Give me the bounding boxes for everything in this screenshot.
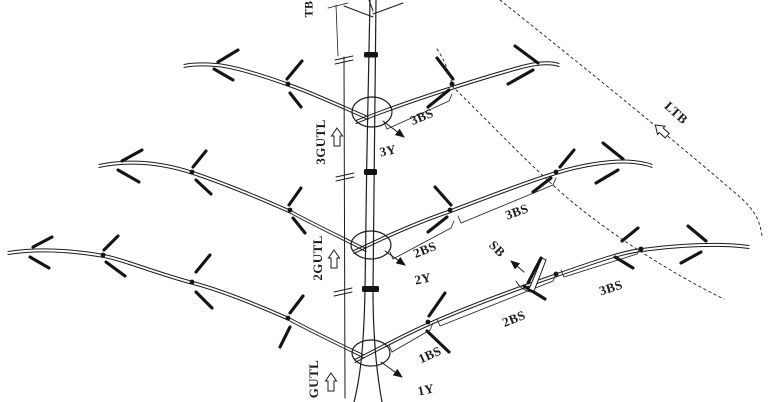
top-twig-mid <box>368 0 374 12</box>
gutl-axis-line <box>343 56 346 399</box>
bs-bracket <box>386 100 450 130</box>
axis-tick <box>334 55 354 65</box>
branch-left-3 <box>183 48 369 120</box>
sb-hook <box>515 280 532 293</box>
arrow-3y <box>382 120 405 138</box>
label-arrows <box>380 120 525 378</box>
tb-bracket <box>335 4 339 57</box>
trunk-node <box>364 169 377 175</box>
tip-dashed-line <box>436 48 725 300</box>
arrow-2y <box>384 250 406 266</box>
ltb-dashed-line <box>499 0 763 237</box>
junction-circle-1 <box>351 339 391 367</box>
bs-bracket <box>391 329 431 353</box>
label-3y: 3Y <box>378 141 398 160</box>
tb-bracket-top-tick <box>327 2 349 9</box>
branch-right-1 <box>354 224 750 363</box>
sb-branch <box>515 256 547 293</box>
bs-bracket <box>439 280 554 327</box>
up-arrow-icon <box>324 372 338 392</box>
bs-bracket <box>563 253 638 278</box>
junction-circle-2 <box>350 230 392 260</box>
bs-bracket <box>460 184 554 224</box>
label-3gutl: 3GUTL <box>313 119 328 165</box>
label-tb: TB <box>301 0 316 18</box>
up-arrow-icon <box>330 127 344 147</box>
ltb-arrow-icon <box>654 124 670 139</box>
axis-tick <box>335 172 355 182</box>
arrow-sb <box>510 260 525 273</box>
axis-tick <box>333 287 353 297</box>
branch-right-2 <box>353 141 653 260</box>
label-2gutl: 2GUTL <box>310 235 325 281</box>
trunk-node <box>362 286 379 292</box>
branch-left-1 <box>7 234 364 358</box>
branch-right-3 <box>355 44 560 130</box>
branch-left-2 <box>98 148 367 252</box>
top-twig-left <box>343 5 374 18</box>
measurement-axis <box>324 2 355 399</box>
label-1y: 1Y <box>416 380 436 399</box>
label-gutl: GUTL <box>306 359 321 399</box>
up-arrow-icon <box>327 249 341 269</box>
top-twig-right <box>372 2 404 15</box>
trunk-node <box>364 52 378 58</box>
junction-circle-3 <box>351 96 393 128</box>
bs-bracket <box>392 227 452 260</box>
label-2y: 2Y <box>413 269 433 288</box>
arrow-1y <box>380 361 403 378</box>
